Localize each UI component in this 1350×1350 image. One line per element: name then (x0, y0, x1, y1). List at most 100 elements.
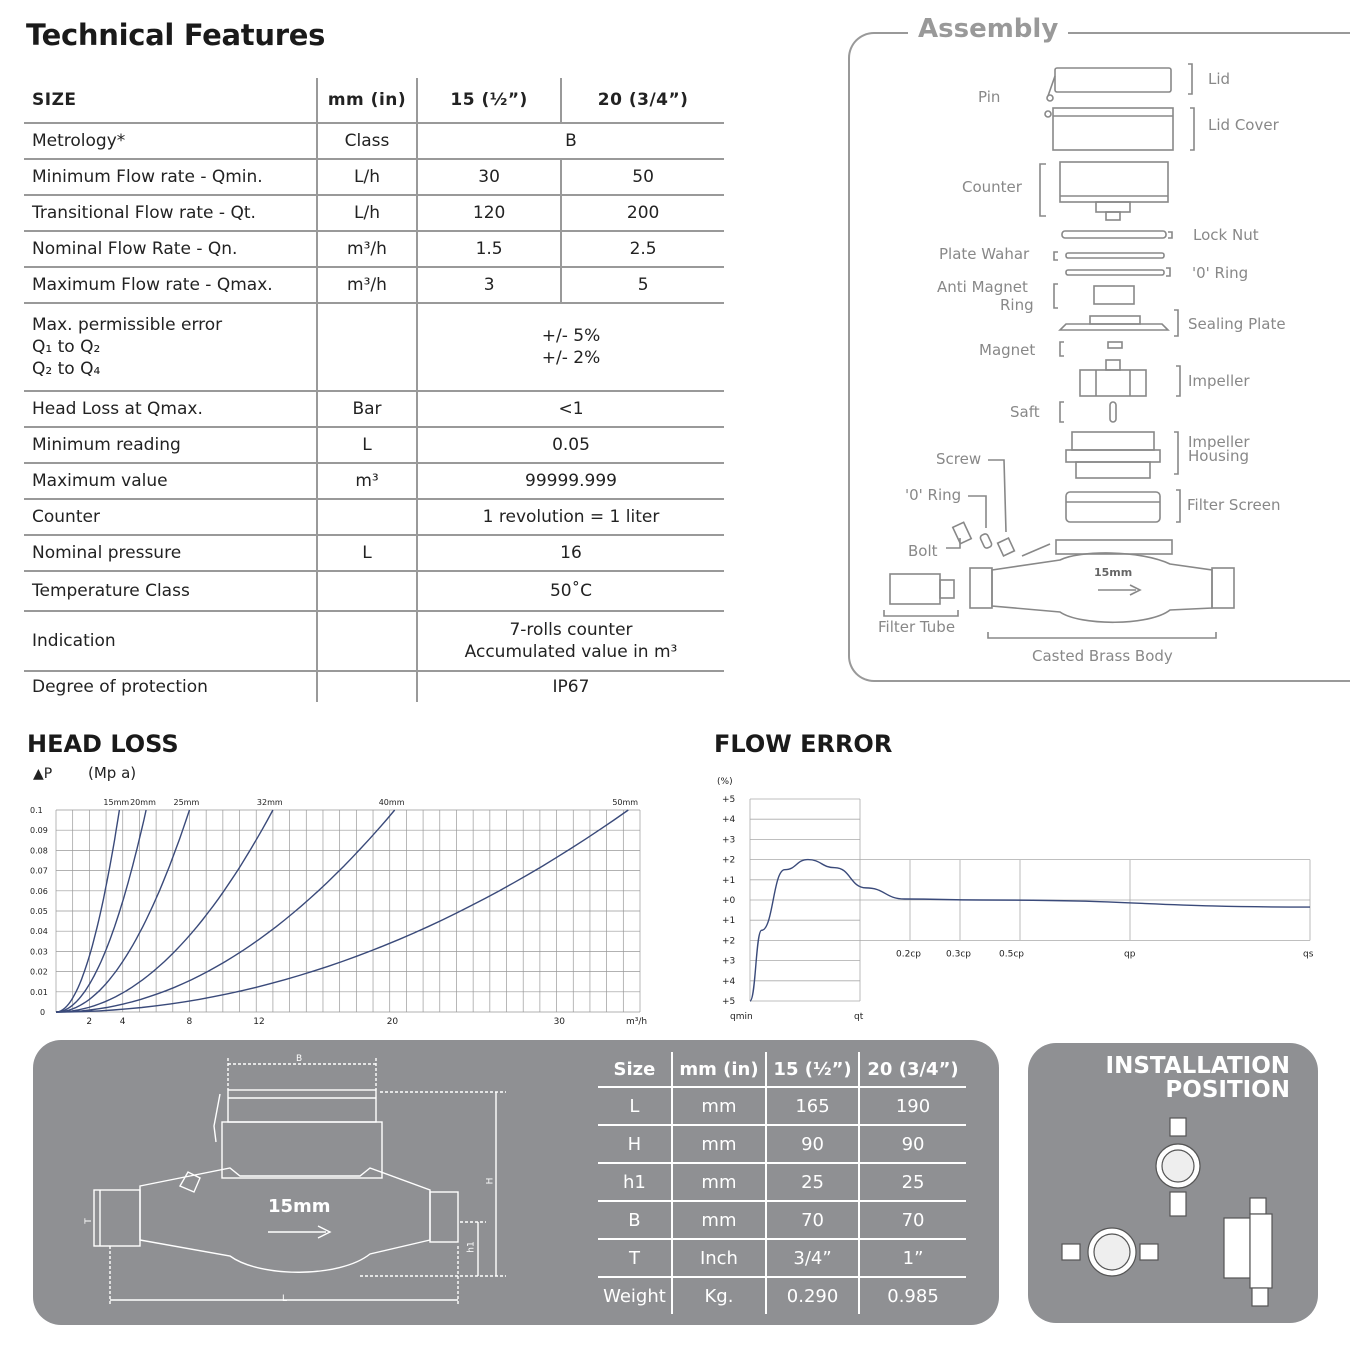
y-tick-label: 0.1 (30, 806, 43, 815)
dim-cell: Inch (670, 1239, 767, 1278)
dim-label-b: B (296, 1054, 303, 1064)
series-label: 50mm (612, 798, 638, 807)
x-unit-label: m³/h (626, 1017, 647, 1025)
spec-value: IP67 (552, 677, 590, 697)
label-anti-magnet-ring: Ring (1000, 296, 1034, 314)
label-lid-cover: Lid Cover (1208, 116, 1279, 134)
dim-header-cell: 20 (3/4”) (858, 1052, 966, 1088)
lid-part (1054, 67, 1172, 93)
spec-value-20: 200 (561, 195, 724, 232)
spec-value: <1 (417, 391, 724, 428)
spec-label: Minimum Flow rate - Qmin. (24, 159, 317, 196)
dim-cell: 165 (765, 1087, 860, 1126)
spec-unit: Class (316, 123, 418, 160)
x-label: qp (1124, 949, 1136, 959)
dim-cell: 3/4” (765, 1239, 860, 1278)
dim-cell: Weight (603, 1285, 666, 1307)
y-tick-label: 0.06 (30, 887, 48, 896)
x-tick-label: 2 (86, 1017, 92, 1025)
spec-unit: m³/h (316, 231, 418, 268)
y-tick-label: +4 (722, 977, 736, 987)
label-body-size: 15mm (1094, 566, 1133, 579)
meter-body-outline (139, 1167, 431, 1273)
series-label: 20mm (130, 798, 156, 807)
lid-cover-part (1052, 107, 1174, 151)
spec-unit: L (316, 427, 418, 464)
y-tick-label: +4 (722, 815, 736, 825)
dim-cell: mm (670, 1163, 767, 1202)
assembly-title: Assembly (908, 14, 1069, 44)
head-loss-curves (55, 809, 629, 1013)
x-tick-label: 4 (120, 1017, 126, 1025)
y-tick-label: 0.03 (30, 947, 48, 956)
head-loss-title: HEAD LOSS (27, 730, 179, 758)
x-tick-label: 8 (186, 1017, 192, 1025)
spec-label-line: Max. permissible error (32, 315, 223, 335)
head-loss-series-20mm (55, 809, 147, 1013)
spec-value: B (417, 123, 724, 160)
dim-label-t: T (83, 1218, 94, 1224)
spec-unit: Bar (316, 391, 418, 428)
brass-body-part (991, 552, 1213, 624)
spec-unit: L/h (316, 195, 418, 232)
y-tick-label: 0.05 (30, 907, 48, 916)
series-label: 15mm (103, 798, 129, 807)
spec-value-20: 50 (561, 159, 724, 196)
spec-unit (316, 571, 418, 612)
installation-positions-drawing (1061, 1117, 1273, 1307)
x-tick-label: 30 (554, 1017, 566, 1025)
x-label: 0.2cp (896, 949, 921, 959)
x-label: qs (1303, 949, 1314, 959)
label-lid: Lid (1208, 70, 1231, 88)
dim-cell: 0.290 (765, 1277, 860, 1314)
spec-label: Temperature Class (24, 571, 317, 612)
spec-value-15: 120 (417, 195, 563, 232)
spec-value-15: 30 (417, 159, 563, 196)
y-tick-label: +1 (722, 916, 735, 926)
label-casted-brass-body: Casted Brass Body (1032, 647, 1173, 665)
spec-header-cell: mm (in) (316, 78, 418, 124)
spec-label: Maximum Flow rate - Qmax. (24, 267, 317, 304)
spec-label: Maximum value (24, 463, 317, 500)
y-tick-label: +2 (722, 856, 735, 866)
spec-value: 1 revolution = 1 liter (417, 499, 724, 536)
dim-cell: 0.985 (858, 1277, 966, 1314)
dim-cell: mm (670, 1125, 767, 1164)
dim-cell: B (598, 1201, 672, 1240)
spec-label-line: Q₂ to Q₄ (32, 359, 101, 379)
y-tick-label: +5 (722, 997, 735, 1007)
head-loss-series-40mm (55, 809, 396, 1013)
head-loss-grid (55, 809, 641, 1013)
series-label: 25mm (173, 798, 199, 807)
x-label: 0.3cp (946, 949, 971, 959)
spec-label: Transitional Flow rate - Qt. (24, 195, 317, 232)
head-loss-unit: (Mp a) (88, 764, 137, 782)
page-title: Technical Features (26, 18, 326, 52)
y-tick-label: 0.09 (30, 826, 48, 835)
dim-cell: mm (670, 1087, 767, 1126)
spec-value-20: 2.5 (561, 231, 724, 268)
spec-header-cell: SIZE (24, 78, 317, 124)
label-counter: Counter (962, 178, 1022, 196)
dim-label-l: L (282, 1294, 288, 1304)
label-screw: Screw (936, 450, 982, 468)
y-tick-label: 0.01 (30, 988, 48, 997)
y-unit-label: (%) (717, 777, 733, 787)
meter-dimension-drawing (93, 1058, 506, 1306)
label-o-ring-2: '0' Ring (905, 486, 962, 504)
y-tick-label: +3 (722, 957, 735, 967)
